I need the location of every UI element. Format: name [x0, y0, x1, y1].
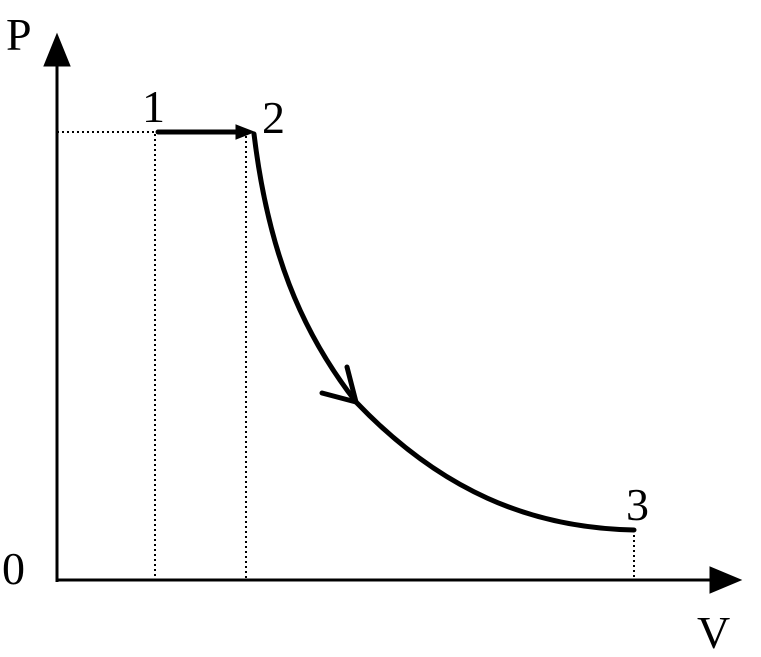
p-axis-arrowhead: [43, 32, 71, 67]
state-2-label: 2: [262, 92, 285, 143]
v-axis-label: V: [697, 607, 730, 657]
p-axis-label: P: [6, 9, 32, 60]
v-axis-arrowhead: [709, 566, 743, 594]
origin-label: 0: [2, 543, 25, 594]
process-1-2-arrowhead: [235, 124, 256, 140]
process-2-3-curve: [251, 131, 637, 533]
state-3-label: 3: [626, 479, 649, 530]
state-1-label: 1: [142, 81, 165, 132]
process-2-3-arrowhead: [319, 364, 359, 405]
